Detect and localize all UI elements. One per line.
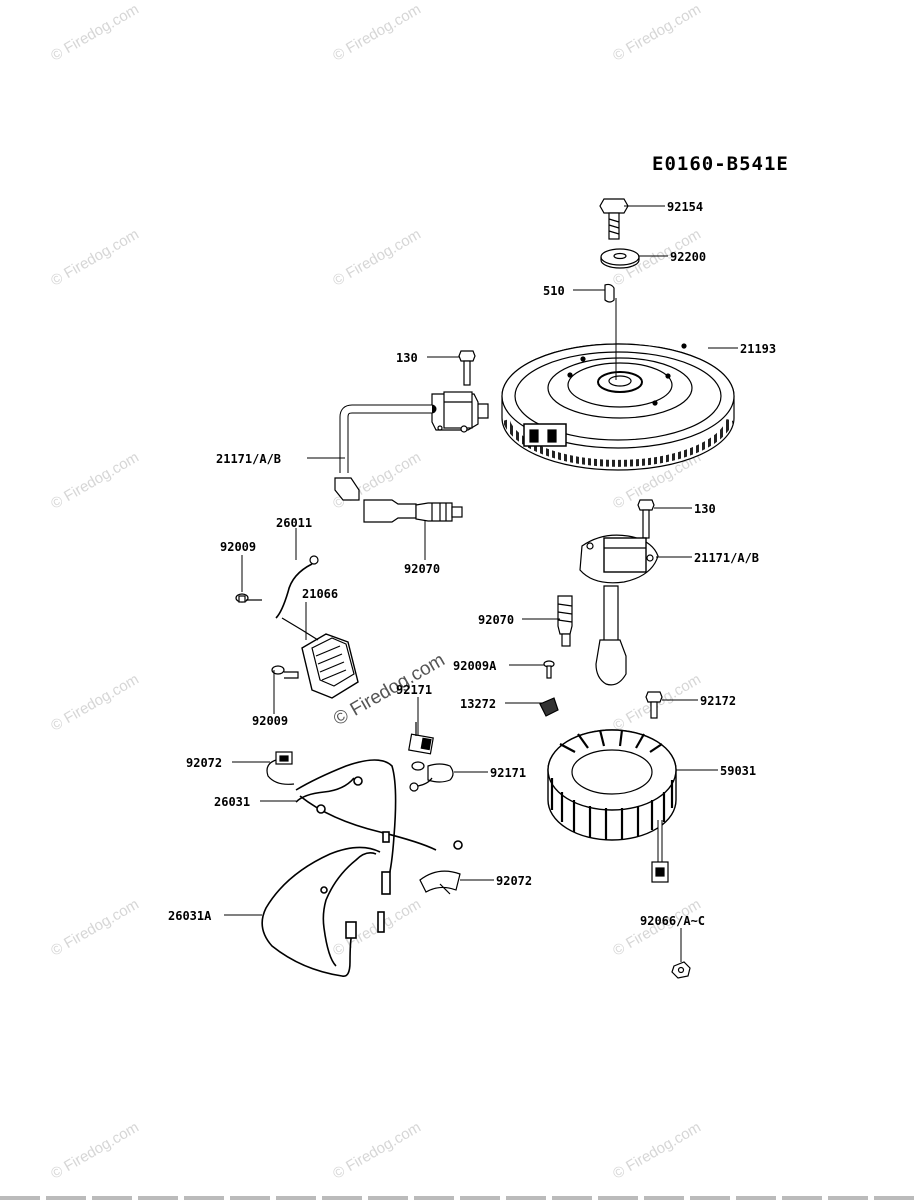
clamp-13272 bbox=[539, 697, 559, 717]
part-label: 130 bbox=[694, 502, 716, 516]
spark-plug-lower bbox=[557, 595, 573, 647]
regulator-21066 bbox=[281, 617, 359, 699]
connector-92171-lower bbox=[409, 763, 454, 792]
harness-26031 bbox=[295, 759, 463, 895]
nut-92066 bbox=[671, 961, 691, 979]
part-label: 21193 bbox=[740, 342, 777, 356]
part-label: 92066/A~C bbox=[640, 914, 706, 928]
part-label: 26031A bbox=[168, 909, 212, 923]
connector-92072 bbox=[266, 751, 295, 785]
bolt-130 bbox=[458, 350, 476, 386]
washer-92200 bbox=[600, 248, 640, 269]
ignition-coil-upper bbox=[334, 391, 489, 501]
part-label: 92154 bbox=[667, 200, 704, 214]
screw-92009-lower bbox=[271, 665, 299, 679]
connector-92072-lower bbox=[419, 870, 461, 895]
part-label: 92171 bbox=[396, 683, 433, 697]
part-label: 92200 bbox=[670, 250, 707, 264]
part-label: 92171 bbox=[490, 766, 527, 780]
screw-92009 bbox=[235, 593, 262, 603]
part-label: 510 bbox=[543, 284, 565, 298]
ignition-coil-lower bbox=[579, 534, 659, 686]
part-label: 92009 bbox=[220, 540, 257, 554]
part-label: 92172 bbox=[700, 694, 737, 708]
screw-92009A bbox=[543, 660, 555, 679]
part-label: 21171/A/B bbox=[216, 452, 282, 466]
part-label: 92072 bbox=[496, 874, 533, 888]
connector-92171 bbox=[408, 722, 434, 771]
bolt-92172 bbox=[645, 691, 663, 719]
harness-26031A bbox=[261, 846, 385, 978]
part-label: 92072 bbox=[186, 756, 223, 770]
part-label: 92070 bbox=[404, 562, 441, 576]
key-510 bbox=[604, 283, 615, 303]
stator-59031 bbox=[547, 729, 677, 883]
part-label: 26031 bbox=[214, 795, 251, 809]
bolt-92154 bbox=[599, 198, 629, 240]
part-label: 26011 bbox=[276, 516, 313, 530]
page-footer-strip bbox=[0, 1196, 917, 1200]
part-label: 21171/A/B bbox=[694, 551, 760, 565]
bolt-130-right bbox=[637, 499, 655, 539]
lead-26011 bbox=[275, 555, 319, 619]
flywheel-21193 bbox=[501, 343, 735, 471]
part-label: 92009 bbox=[252, 714, 289, 728]
part-label: 21066 bbox=[302, 587, 339, 601]
diagram-code: E0160-B541E bbox=[652, 153, 789, 175]
part-label: 130 bbox=[396, 351, 418, 365]
leader-lines bbox=[224, 205, 738, 962]
part-label: 92009A bbox=[453, 659, 497, 673]
part-label: 59031 bbox=[720, 764, 757, 778]
part-label: 13272 bbox=[460, 697, 497, 711]
spark-plug-upper bbox=[363, 499, 463, 523]
part-label: 92070 bbox=[478, 613, 515, 627]
